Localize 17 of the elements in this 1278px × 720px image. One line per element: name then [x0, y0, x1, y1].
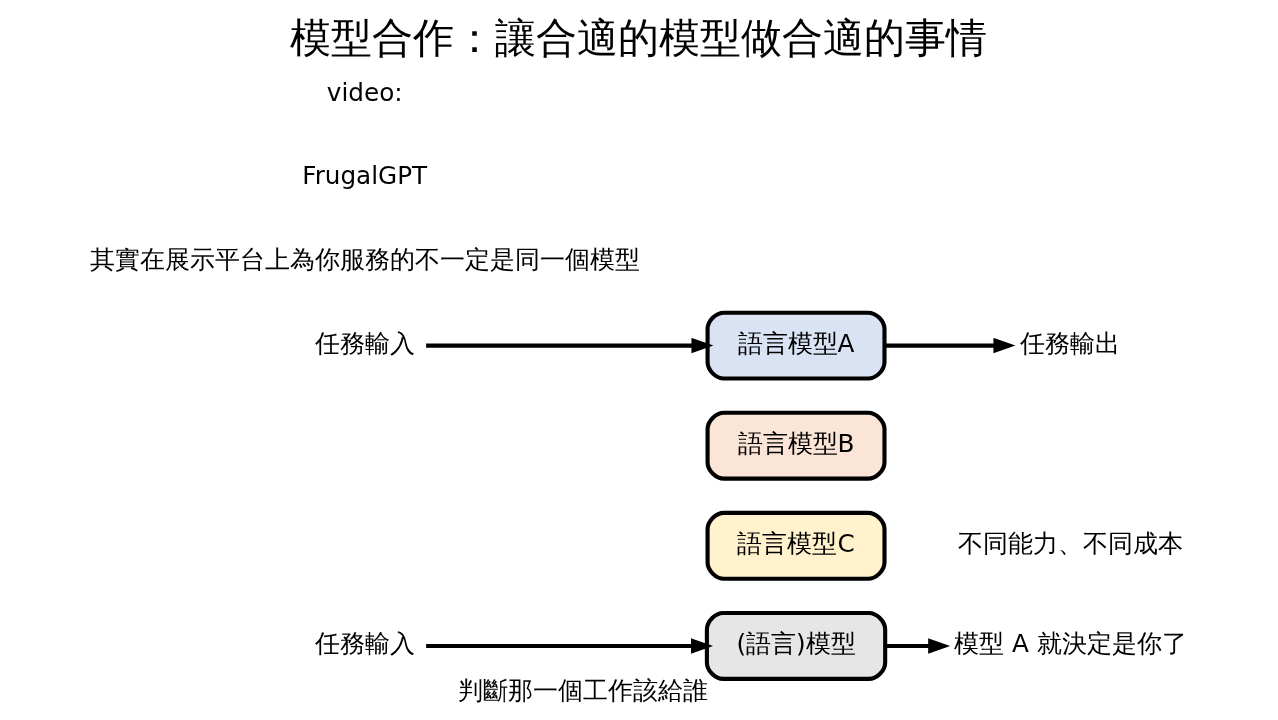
node-box: 語言模型C [705, 510, 887, 581]
node-box: 語言模型A [705, 310, 887, 381]
node-box: 語言模型B [705, 410, 887, 481]
node-text: 任務輸入 [314, 628, 415, 658]
arrow [426, 638, 713, 654]
node-box: (語言)模型 [704, 611, 888, 681]
label: 其實在展示平台上為你服務的不一定是同一個模型 [89, 244, 640, 274]
label: FrugalGPT [302, 161, 428, 191]
diagram-title: 模型合作：讓合適的模型做合適的事情 [290, 14, 988, 63]
label: 不同能力、不同成本 [957, 528, 1183, 558]
node-text: 任務輸入 [314, 328, 415, 358]
label: video: [326, 77, 403, 107]
arrow [885, 638, 951, 654]
arrow [884, 337, 1016, 354]
node-text: 模型 A 就決定是你了 [954, 628, 1187, 658]
node-text: 任務輸出 [1020, 328, 1121, 358]
arrow [426, 337, 714, 354]
